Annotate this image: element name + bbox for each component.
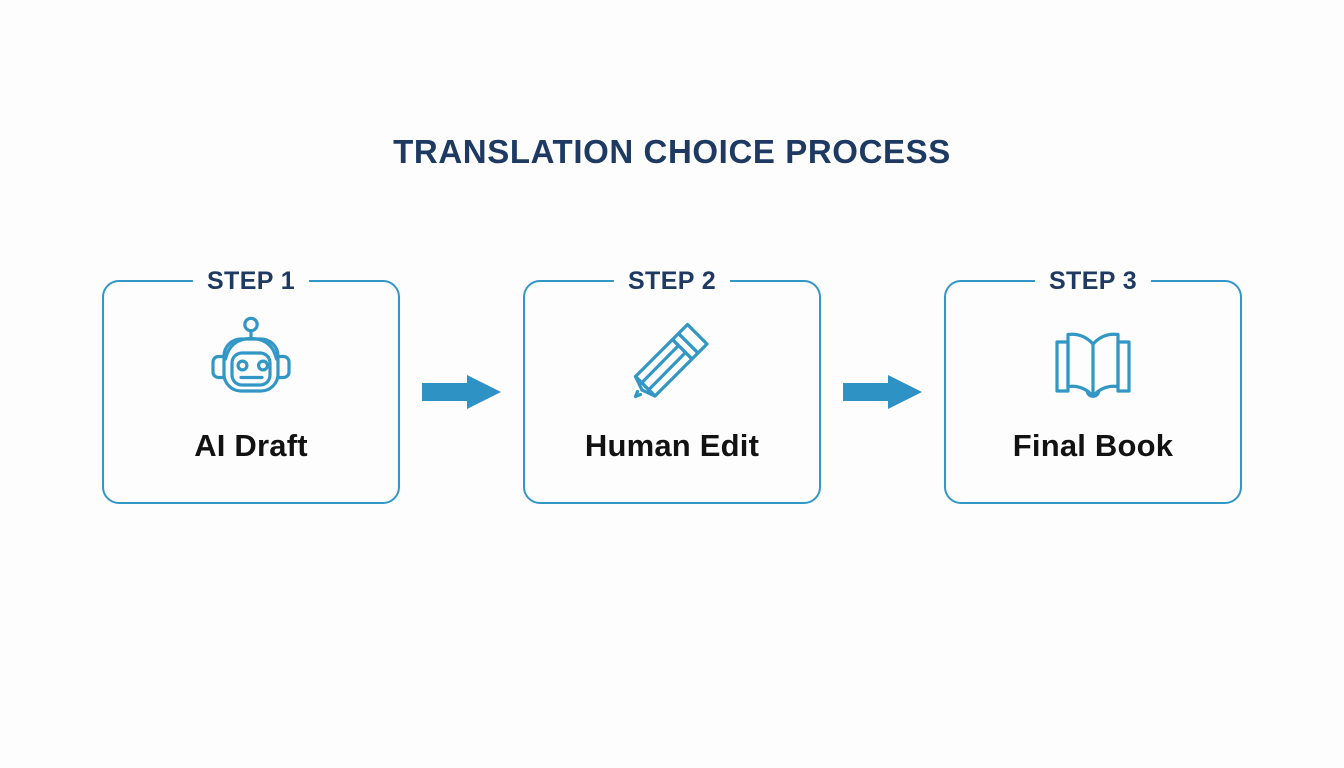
page-title: TRANSLATION CHOICE PROCESS (393, 133, 951, 170)
pencil-icon (626, 314, 718, 406)
step-1-label: AI Draft (194, 428, 308, 463)
step-3-legend: STEP 3 (1034, 265, 1152, 297)
step-1-legend: STEP 1 (192, 265, 310, 297)
step-card-1[interactable]: STEP 1 (102, 265, 400, 504)
step-2-label: Human Edit (584, 428, 760, 463)
arrow-right-icon-2 (842, 371, 923, 413)
step-3-label: Final Book (1012, 428, 1174, 463)
arrow-right-icon-1 (421, 371, 502, 413)
step-card-3[interactable]: STEP 3 Final Book (944, 265, 1242, 504)
step-card-2[interactable]: STEP 2 Human Edit (523, 265, 821, 504)
open-book-icon (1047, 314, 1139, 406)
step-2-legend: STEP 2 (613, 265, 731, 297)
process-flow: STEP 1 (102, 265, 1242, 504)
robot-icon (205, 314, 297, 406)
